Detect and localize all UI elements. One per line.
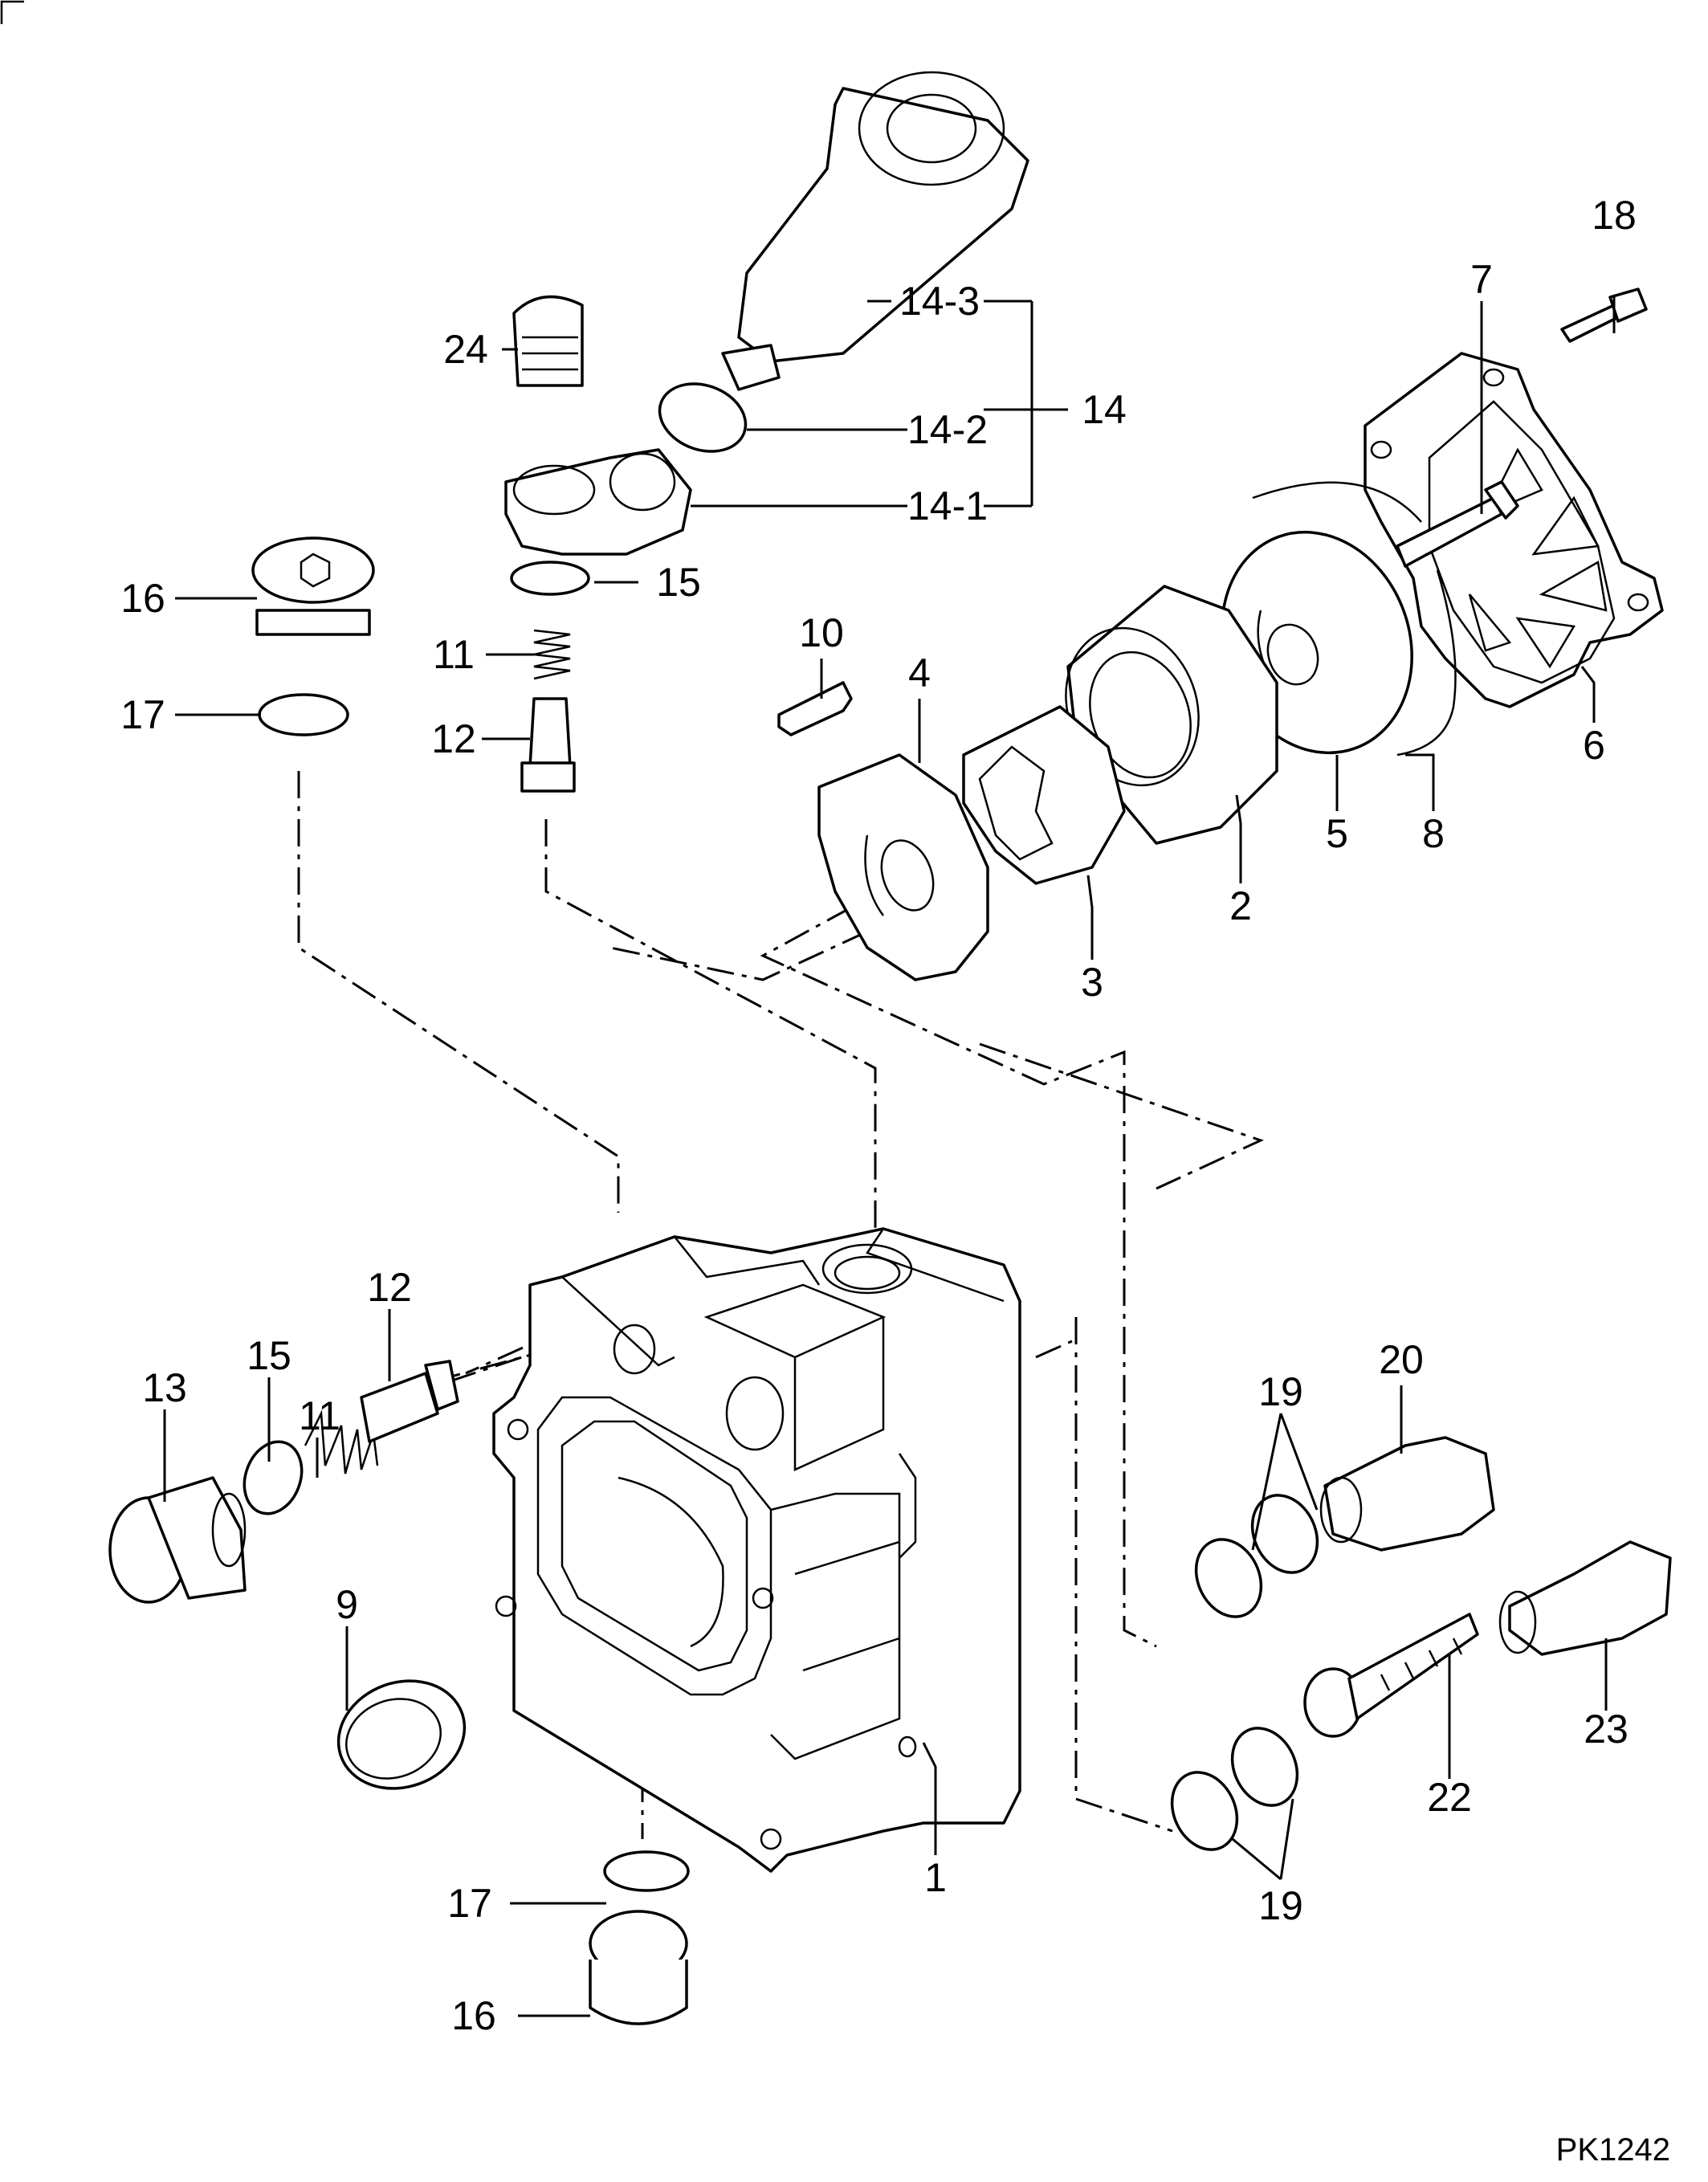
corner-mark (0, 0, 24, 24)
label-part-9: 9 (336, 1582, 358, 1627)
o-ring-part-14-2 (658, 382, 748, 453)
label-part-1: 1 (924, 1855, 947, 1900)
fitting-part-23 (1498, 1540, 1672, 1656)
valve-part-12-upper (520, 697, 576, 793)
washer-part-17-upper (258, 693, 349, 736)
shaft-part-7 (1396, 480, 1519, 568)
label-part-19-upper: 19 (1258, 1369, 1303, 1414)
plug-part-13 (108, 1476, 247, 1604)
label-part-10: 10 (799, 610, 844, 655)
label-part-23: 23 (1584, 1707, 1629, 1752)
label-part-12-upper: 12 (431, 716, 476, 761)
label-part-14-1: 14-1 (907, 483, 988, 528)
washer-part-17-lower (603, 1850, 690, 1892)
washer-part-15-lower (243, 1440, 304, 1515)
filter-element-part-14-3 (721, 71, 1029, 391)
plug-part-16-lower (589, 1910, 688, 2025)
leader-lines (163, 297, 1616, 2017)
plug-part-24 (512, 295, 584, 387)
alignment-lines (297, 771, 1265, 1839)
washers-part-19-upper (1194, 1494, 1319, 1618)
label-part-17-upper: 17 (120, 692, 165, 737)
washer-part-15-upper (510, 561, 590, 596)
label-part-4: 4 (908, 651, 931, 695)
label-part-14: 14 (1082, 387, 1127, 432)
label-part-14-3: 14-3 (899, 279, 980, 324)
spring-part-11-upper (533, 629, 571, 680)
label-part-16-lower: 16 (451, 1993, 496, 2038)
label-part-8: 8 (1422, 811, 1445, 856)
part-labels: 1 2 3 4 5 6 7 8 9 10 11 11 12 12 13 14 1… (120, 193, 1637, 2038)
fitting-part-20 (1319, 1436, 1495, 1552)
key-part-10 (777, 681, 853, 736)
spring-part-11-lower (304, 1409, 379, 1474)
label-part-5: 5 (1326, 811, 1348, 856)
label-part-3: 3 (1081, 960, 1103, 1005)
label-part-6: 6 (1583, 723, 1605, 768)
label-part-7: 7 (1470, 257, 1493, 302)
label-part-16-upper: 16 (120, 576, 165, 621)
drawing-code: PK1242 (1556, 2132, 1670, 2168)
housing-part-1 (492, 1227, 1021, 1873)
label-part-17-lower: 17 (447, 1881, 492, 1926)
label-part-18: 18 (1592, 193, 1637, 238)
fitting-body-part-14-1 (504, 448, 692, 556)
label-part-19-lower: 19 (1258, 1883, 1303, 1928)
washers-part-19-lower (1170, 1727, 1299, 1851)
label-part-13: 13 (142, 1365, 187, 1410)
bolt-part-18 (1560, 288, 1648, 343)
rotor-part-3 (962, 705, 1126, 885)
plug-part-16-upper (251, 536, 375, 636)
valve-part-12-lower (360, 1360, 459, 1443)
label-part-2: 2 (1229, 883, 1252, 928)
plunger-part-22 (1303, 1613, 1479, 1738)
label-part-11-lower: 11 (299, 1393, 340, 1438)
label-part-20: 20 (1379, 1337, 1424, 1382)
label-part-22: 22 (1427, 1775, 1472, 1820)
label-part-11-upper: 11 (433, 632, 475, 677)
label-part-15-lower: 15 (247, 1333, 291, 1378)
label-part-12-lower: 12 (367, 1265, 412, 1310)
plate-part-4 (817, 753, 989, 981)
label-part-15-upper: 15 (656, 560, 701, 605)
label-part-24: 24 (443, 327, 488, 372)
label-part-14-2: 14-2 (907, 407, 988, 452)
bushing-part-9 (336, 1679, 467, 1790)
